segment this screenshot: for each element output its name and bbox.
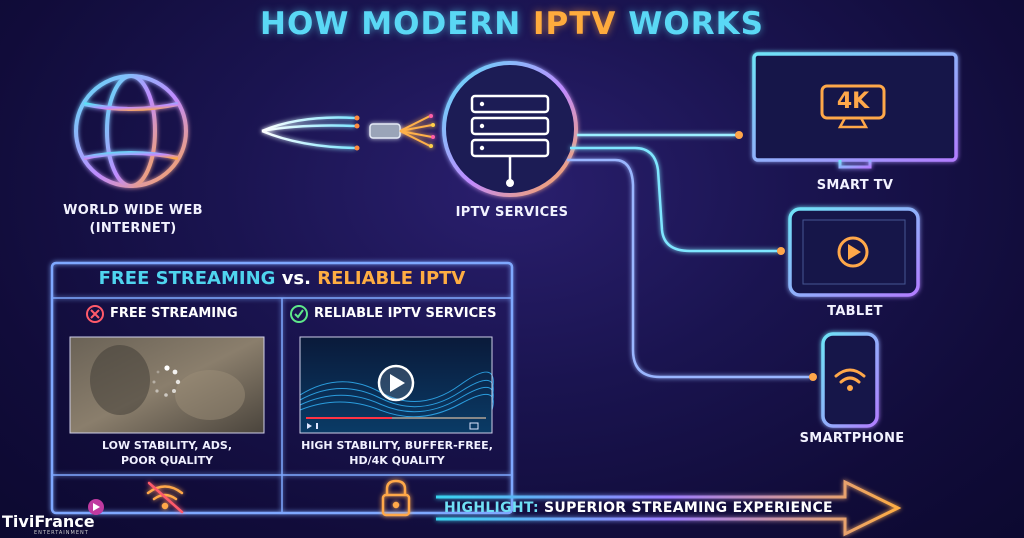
tablet-icon (788, 207, 920, 297)
highlight-text: HIGHLIGHT: SUPERIOR STREAMING EXPERIENCE (444, 500, 833, 516)
free-streaming-heading: FREE STREAMING (110, 306, 238, 321)
title-highlight: IPTV (533, 6, 617, 42)
wifi-off-icon (146, 481, 184, 514)
iptv-services-label: IPTV SERVICES (455, 205, 569, 220)
comparison-panel-frame (50, 261, 514, 515)
free-streaming-description: LOW STABILITY, ADS, POOR QUALITY (102, 439, 232, 467)
brand-subtitle: ENTERTAINMENT (34, 530, 89, 536)
connection-endpoints (735, 131, 817, 381)
comparison-title: FREE STREAMING vs. RELIABLE IPTV (98, 268, 466, 289)
video-controls-icon (307, 422, 479, 430)
globe-icon (74, 74, 188, 188)
check-circle-icon (290, 305, 308, 323)
free-streaming-thumbnail (69, 336, 265, 434)
internet-label: WORLD WIDE WEB (INTERNET) (63, 203, 203, 236)
reliable-iptv-description: HIGH STABILITY, BUFFER-FREE, HD/4K QUALI… (301, 439, 493, 467)
reliable-iptv-heading: RELIABLE IPTV SERVICES (314, 306, 497, 321)
smart-tv-icon (752, 52, 958, 169)
wire-tips (354, 115, 360, 151)
page-title: HOW MODERN IPTV WORKS (260, 6, 764, 42)
x-circle-icon (86, 305, 104, 323)
tv-4k-badge: 4K (836, 89, 870, 114)
fiber-cable (190, 116, 370, 150)
loading-spinner-icon (152, 365, 181, 397)
brand-logo-icon (88, 499, 104, 515)
play-button-icon (377, 364, 415, 402)
brand-name: TiviFrance (2, 512, 95, 531)
device-connections (567, 133, 812, 379)
tablet-label: TABLET (827, 304, 883, 319)
smart-tv-label: SMART TV (816, 178, 894, 193)
highlight-arrow (436, 479, 902, 537)
smartphone-icon (821, 332, 879, 428)
lock-icon (381, 479, 411, 517)
fiber-connector-icon (369, 114, 435, 148)
smartphone-label: SMARTPHONE (799, 431, 905, 446)
server-icon (442, 61, 578, 197)
